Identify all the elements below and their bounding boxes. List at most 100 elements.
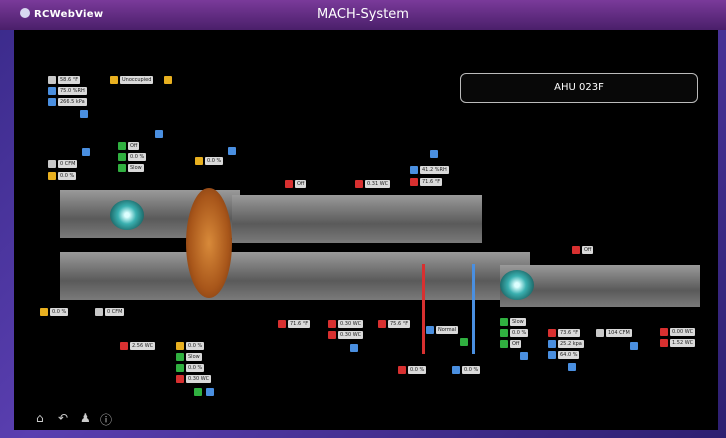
sa-temp: 73.6 °F — [558, 329, 581, 337]
rh-a: 41.2 %RH — [420, 166, 449, 174]
logo-icon — [20, 8, 30, 18]
fan-settings-icon[interactable] — [155, 130, 163, 138]
ra-wc-a-icon — [660, 328, 668, 336]
valve-a: 0.0 % — [408, 366, 427, 374]
supply-fan-icon[interactable] — [500, 270, 534, 300]
return-fan-icon[interactable] — [110, 200, 144, 230]
cool-valve-icon — [452, 366, 460, 374]
duct-upper-right — [232, 195, 482, 243]
fan-status-icon — [118, 142, 126, 150]
fan-mode-icon — [118, 164, 126, 172]
right-top-settings-icon[interactable] — [430, 150, 438, 158]
window-title: MACH-System — [317, 7, 409, 22]
sa-mode-icon — [500, 318, 508, 326]
home-icon[interactable]: ⌂ — [36, 411, 44, 425]
lower-mode-icon — [176, 353, 184, 361]
lower-c: Slow — [186, 353, 202, 361]
occupancy-icon — [110, 76, 118, 84]
top-left-c: Slow — [128, 164, 144, 172]
heat-mode-icon — [426, 326, 434, 334]
damper-icon — [48, 172, 56, 180]
filter-pressure-icon — [120, 342, 128, 350]
sa-speed-icon — [500, 329, 508, 337]
sa-a: Slow — [510, 318, 526, 326]
mid-wc-a-icon — [328, 320, 336, 328]
ra-wc-b-icon — [660, 339, 668, 347]
user-icon[interactable]: ♟ — [80, 411, 91, 425]
sa-temp-icon — [548, 329, 556, 337]
temp-icon — [48, 76, 56, 84]
mid-temp: 71.6 °F — [288, 320, 311, 328]
lower-wc-icon — [176, 375, 184, 383]
oa-enthalpy-value: 266.5 kPa — [58, 98, 87, 106]
sa-cfm: 104 CFM — [606, 329, 632, 337]
sa-info-settings-icon[interactable] — [568, 363, 576, 371]
humidity-icon — [48, 87, 56, 95]
lower-speed-icon — [176, 364, 184, 372]
sa-pct: 64.0 % — [558, 351, 580, 359]
top-mid-b: 0.31 WC — [365, 180, 391, 188]
pressure-icon — [355, 180, 363, 188]
sa-settings-icon[interactable] — [520, 352, 528, 360]
temp-top-right: 71.6 °F — [420, 178, 443, 186]
mid-wc-b: 0.30 WC — [338, 331, 364, 339]
lower-cfm-icon — [95, 308, 103, 316]
exhaust-alarm-icon — [572, 246, 580, 254]
lower-status-icon — [194, 388, 202, 396]
left-settings-icon[interactable] — [82, 148, 90, 156]
rh-icon — [410, 166, 418, 174]
bottom-left-a: 0.0 % — [50, 308, 69, 316]
alarm-icon — [285, 180, 293, 188]
mid-temp-b-icon — [378, 320, 386, 328]
ra-wc-b: 1.52 WC — [670, 339, 696, 347]
energy-wheel[interactable] — [186, 188, 232, 298]
heat-mode: Normal — [436, 326, 459, 334]
cooling-coil-icon — [472, 264, 475, 354]
heat-valve-icon — [398, 366, 406, 374]
occupancy-value: Unoccupied — [120, 76, 154, 84]
unit-name-box: AHU 023F — [460, 73, 698, 103]
cfm-left: 0 CFM — [58, 160, 78, 168]
title-bar: RCWebView MACH-System — [0, 0, 726, 30]
fan-speed-icon — [118, 153, 126, 161]
settings-icon[interactable] — [80, 110, 88, 118]
mid-wc-b-icon — [328, 331, 336, 339]
lower-b: 0.0 % — [186, 342, 205, 350]
cfm-icon — [48, 160, 56, 168]
valve-b: 0.0 % — [462, 366, 481, 374]
lower-e: 0.30 WC — [186, 375, 212, 383]
damper-settings-icon[interactable] — [228, 147, 236, 155]
bottom-left-b: 0 CFM — [105, 308, 125, 316]
lower-settings-icon[interactable] — [206, 388, 214, 396]
sa-b: 0.0 % — [510, 329, 529, 337]
lower-pct-icon — [176, 342, 184, 350]
enthalpy-icon — [48, 98, 56, 106]
logo-text: RCWebView — [34, 9, 104, 20]
sa-cfm-icon — [596, 329, 604, 337]
oa-temp-value: 58.6 °F — [58, 76, 81, 84]
sa-status-icon — [500, 340, 508, 348]
ra-settings-icon[interactable] — [630, 342, 638, 350]
sa-kpa: 25.2 kpa — [558, 340, 584, 348]
occupancy-toggle[interactable] — [164, 76, 172, 84]
temp-top-right-icon — [410, 178, 418, 186]
mid-temp-b: 75.6 °F — [388, 320, 411, 328]
heat-status-icon — [460, 338, 468, 346]
damper-top: 0.0 % — [205, 157, 224, 165]
top-mid-a: Off — [295, 180, 307, 188]
heating-coil-icon — [422, 264, 425, 354]
top-left-a: Off — [128, 142, 140, 150]
oa-humidity-value: 75.0 %RH — [58, 87, 87, 95]
pct-left: 0.0 % — [58, 172, 77, 180]
sa-c: Off — [510, 340, 522, 348]
back-arrow-icon[interactable]: ↶ — [58, 411, 69, 425]
info-icon[interactable]: ⓘ — [100, 413, 113, 427]
sa-kpa-icon — [548, 340, 556, 348]
lower-a: 2.56 WC — [130, 342, 156, 350]
mid-settings-icon[interactable] — [350, 344, 358, 352]
mid-temp-icon — [278, 320, 286, 328]
mid-wc-a: 0.30 WC — [338, 320, 364, 328]
damper-top-icon — [195, 157, 203, 165]
duct-lower — [60, 252, 530, 300]
lower-d: 0.0 % — [186, 364, 205, 372]
